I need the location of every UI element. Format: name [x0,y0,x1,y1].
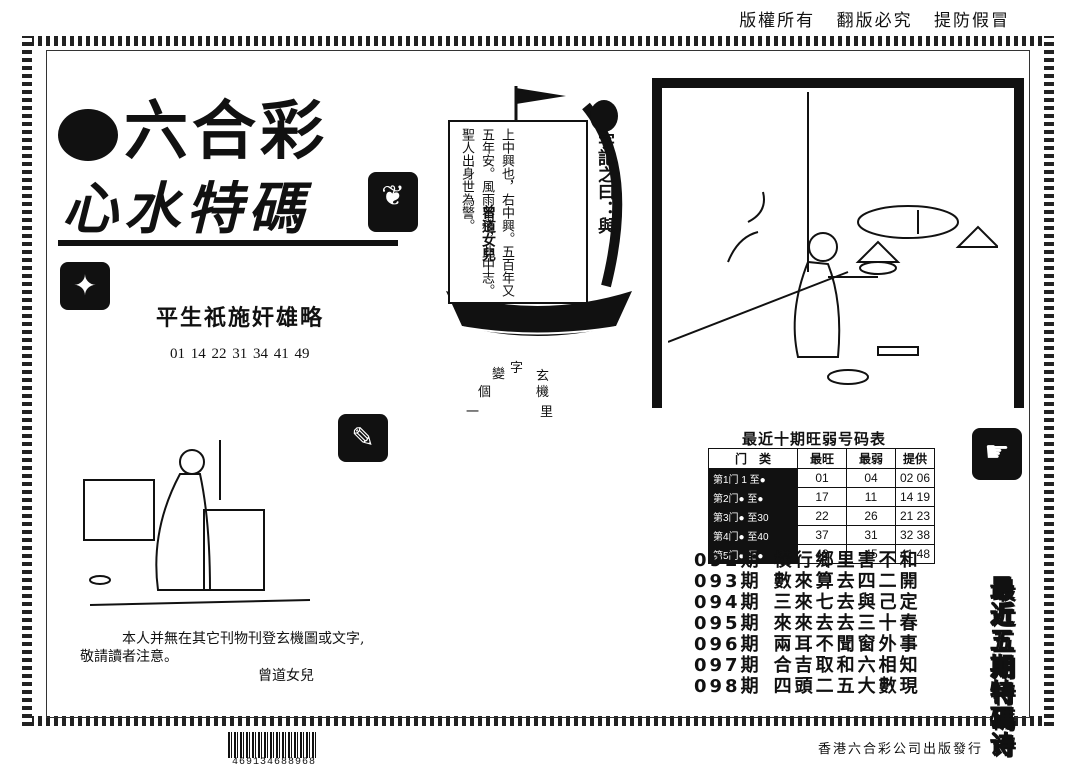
disclaimer-line-2: 敬請讀者注意。 [80,649,178,665]
ship-sail [448,120,588,304]
ship-sign: 字記之曰：與 [594,132,614,234]
table-row: 第3门● 至30 22 26 21 23 [708,506,936,526]
poem-text: 來來去去三十春 [773,613,921,634]
barcode [228,732,318,758]
table-row: 第4门● 至40 37 31 32 38 [708,525,936,545]
hot-cell: 22 [797,506,847,526]
stats-table-title: 最近十期旺弱号码表 [742,430,887,448]
poem-text: 數來算去四二開 [773,571,921,592]
beware-fake-text: 提防假冒 [934,11,1010,31]
scene-frame [652,78,1024,408]
border-ornament-bottom [22,716,1054,726]
recent-five-poems-badge: 最近五期特碼诗 [986,576,1015,759]
col-header-give: 提供 [894,448,936,469]
ink-brush-icon: ✎ [338,414,388,462]
poem-text: 三來七去與己定 [773,592,921,613]
xuanji-char: 里 [540,405,554,420]
xuanji-char: 一 [466,405,480,420]
special-number-poems: 092期橫行鄉里害不和 093期數來算去四二開 094期三來七去與己定 095期… [694,550,921,697]
table-header-row: 门 类 最旺 最弱 提供 [708,448,936,469]
copyright-notice: 版權所有 翻版必究 提防假冒 [725,6,1010,31]
issue-id: 094期 [694,592,762,613]
hot-cell: 37 [797,525,847,545]
ship-riddle-text: 上中興也，右中興。五百年又五年安。風雨不移，此中志。聖人出身世為警。 [459,128,514,297]
xuanji-char: 字 [510,361,524,376]
scholar-illustration [83,440,311,606]
hot-cell: 01 [797,468,847,488]
list-item: 097期合吉取和六相知 [694,655,921,676]
xuanji-char: 玄 [536,369,550,384]
table-row: 第5门● 至● 42 45 41 48 [708,544,936,564]
barcode-number: 469134688968 [232,757,317,768]
ship-author: 曾道女兒 [480,205,496,261]
cold-cell: 04 [846,468,896,488]
col-header-gate: 门 类 [708,448,798,469]
no-reprint-text: 翻版必究 [836,11,913,31]
recommended-numbers: 01 14 22 31 34 41 49 [170,346,310,362]
list-item: 095期來來去去三十春 [694,613,921,634]
cold-cell: 26 [846,506,896,526]
give-cell: 14 19 [894,487,936,507]
table-row: 第2门● 至● 17 11 14 19 [708,487,936,507]
brand-subtitle: 心水特碼 [62,177,310,242]
list-item: 096期兩耳不聞窗外事 [694,634,921,655]
publisher-credit: 香港六合彩公司出版發行 [818,742,984,757]
border-ornament-right [1044,36,1054,726]
col-header-hot: 最旺 [797,448,847,469]
bird-icon: ✦ [60,262,110,310]
hot-cell: 42 [797,544,847,564]
issue-id: 098期 [694,676,762,697]
gate-cell: 第1门 1 至● [708,468,798,488]
disclaimer-signature: 曾道女兒 [258,668,314,684]
give-cell: 41 48 [894,544,936,564]
xuanji-char: 個 [478,385,492,400]
poem-text: 四頭二五大數現 [773,676,921,697]
brand-title: 六合彩 [58,80,328,172]
issue-id: 093期 [694,571,762,592]
copyright-text: 版權所有 [739,11,816,31]
riddle-poem-line: 平生祇施奸雄略 [156,305,325,331]
cold-cell: 45 [846,544,896,564]
cold-cell: 31 [846,525,896,545]
xuanji-char: 變 [492,367,506,382]
give-cell: 21 23 [894,506,936,526]
poem-text: 兩耳不聞窗外事 [773,634,921,655]
col-header-cold: 最弱 [846,448,896,469]
brand-title-text: 六合彩 [124,95,328,169]
poem-text: 橫行鄉里害不和 [773,550,921,571]
give-cell: 02 06 [894,468,936,488]
cold-cell: 11 [846,487,896,507]
disclaimer-line-1: 本人并無在其它刊物刊登玄機圖或文字, [122,631,365,647]
hot-cell: 17 [797,487,847,507]
issue-id: 097期 [694,655,762,676]
issue-id: 096期 [694,634,762,655]
gate-cell: 第4门● 至40 [708,525,798,545]
list-item: 093期數來算去四二開 [694,571,921,592]
gate-cell: 第2门● 至● [708,487,798,507]
issue-id: 095期 [694,613,762,634]
border-ornament-left [22,36,32,726]
gate-cell: 第5门● 至● [708,544,798,564]
hot-cold-table: 门 类 最旺 最弱 提供 第1门 1 至● 01 04 02 06 第2门● 至… [708,448,936,564]
xuanji-caption: 玄 字 變 個 機 一 里 [466,355,576,430]
xuanji-char: 機 [536,385,550,400]
gate-cell: 第3门● 至30 [708,506,798,526]
list-item: 094期三來七去與己定 [694,592,921,613]
table-row: 第1门 1 至● 01 04 02 06 [708,468,936,488]
list-item: 092期橫行鄉里害不和 [694,550,921,571]
swan-icon: ❦ [368,172,418,232]
border-ornament-top [22,36,1054,46]
issue-id: 092期 [694,550,762,571]
hand-icon: ☛ [972,428,1022,480]
logo-ring-icon [58,109,118,162]
subtitle-rule [58,240,398,246]
list-item: 098期四頭二五大數現 [694,676,921,697]
kneeling-man-illustration [668,92,998,385]
inner-frame [46,50,1030,718]
poem-text: 合吉取和六相知 [773,655,921,676]
give-cell: 32 38 [894,525,936,545]
